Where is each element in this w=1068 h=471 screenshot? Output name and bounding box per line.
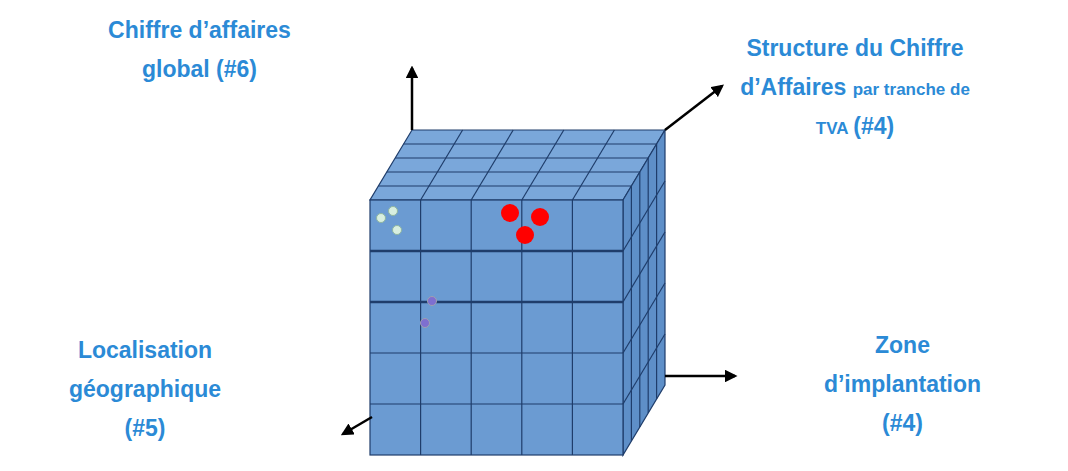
cube (370, 130, 665, 455)
purple-dot (421, 319, 430, 328)
red-dot (501, 204, 519, 222)
pale-dot (377, 214, 386, 223)
red-dot (516, 226, 534, 244)
pale-dot (393, 226, 402, 235)
red-dot (531, 208, 549, 226)
axis-label-text: (#4) (853, 113, 894, 139)
axis-label: Structure du Chiffre d’Affairespar tranc… (725, 30, 985, 147)
purple-dot (428, 297, 437, 306)
axis-label-text: Chiffre d’affaires global (#6) (108, 17, 291, 82)
data-points (377, 204, 550, 328)
axis-label: Localisation géographique (#5) (60, 332, 230, 449)
axis-arrow (665, 375, 735, 378)
axis-label-text: Localisation géographique (#5) (69, 337, 221, 441)
cube-front-face (370, 200, 623, 455)
axis-arrow (411, 68, 414, 130)
cube-grid (370, 130, 665, 455)
cube-right-face (623, 130, 665, 455)
pale-dot (389, 207, 398, 216)
axis-label: Zone d’implantation (#4) (815, 327, 990, 444)
axis-label-text: Zone d’implantation (#4) (824, 332, 981, 436)
axis-arrow (665, 86, 722, 130)
axis-arrow (343, 417, 372, 434)
axes (343, 68, 735, 434)
cube-top-face (370, 130, 665, 200)
axis-label: Chiffre d’affaires global (#6) (92, 12, 307, 90)
